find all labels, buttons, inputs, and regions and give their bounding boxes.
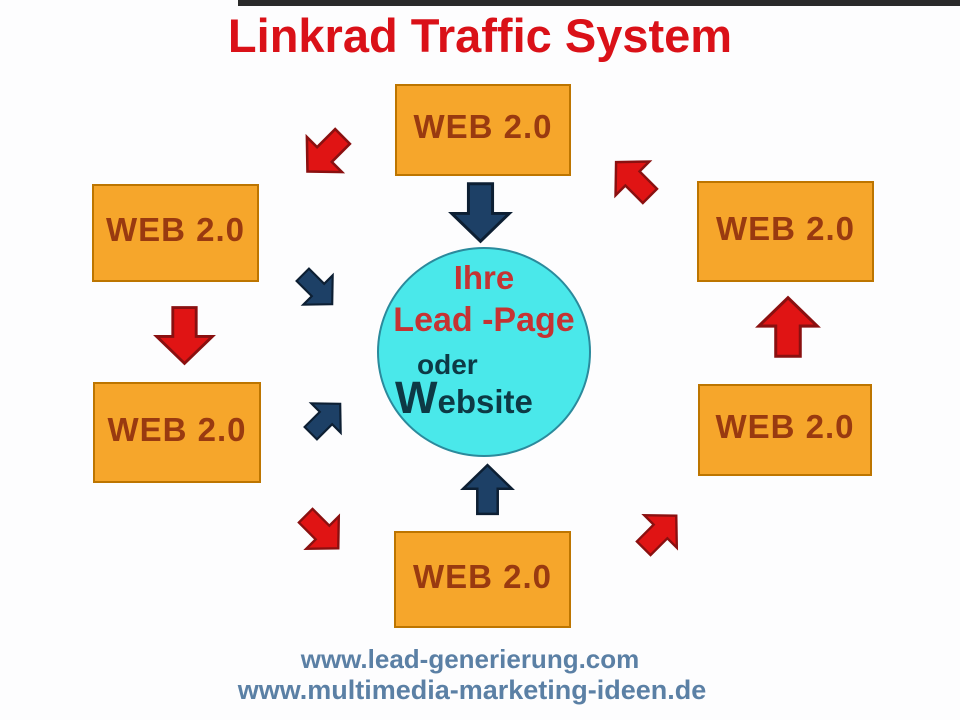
web20-box-label: WEB 2.0 xyxy=(413,108,553,145)
red-arrow-down-right-icon xyxy=(285,495,359,569)
lead-page-circle: Ihre Lead -Page oder Website xyxy=(377,247,591,457)
red-arrow-up-left-icon xyxy=(595,141,671,217)
web20-box-upper-right: WEB 2.0 xyxy=(697,181,874,282)
web20-box-lower-left: WEB 2.0 xyxy=(93,382,261,483)
page-title: Linkrad Traffic System xyxy=(227,9,733,62)
web20-box-label: WEB 2.0 xyxy=(107,410,247,448)
web20-box-top: WEB 2.0 xyxy=(395,84,571,176)
blue-arrow-up-right-icon xyxy=(292,385,358,451)
web20-box-label: WEB 2.0 xyxy=(412,557,553,595)
web20-box-label: WEB 2.0 xyxy=(715,209,856,247)
web20-box-upper-left: WEB 2.0 xyxy=(92,184,259,282)
red-arrow-up-right-icon xyxy=(623,495,697,569)
blue-arrow-up-icon xyxy=(460,462,515,517)
blue-arrow-down-icon xyxy=(448,180,513,245)
circle-text-ihre: Ihre xyxy=(453,259,515,296)
blue-arrow-down-right-icon xyxy=(284,256,350,322)
web20-box-label: WEB 2.0 xyxy=(105,211,246,248)
circle-text-oder: oder xyxy=(417,349,478,380)
red-arrow-down-left-icon xyxy=(285,114,364,193)
web20-box-lower-right: WEB 2.0 xyxy=(698,384,872,476)
web20-box-bottom: WEB 2.0 xyxy=(394,531,571,628)
circle-text-website: Website xyxy=(395,372,533,423)
red-arrow-down-icon xyxy=(153,304,216,367)
web20-box-label: WEB 2.0 xyxy=(715,408,855,445)
red-arrow-up-icon xyxy=(755,294,821,360)
top-edge-bar xyxy=(238,0,960,6)
circle-text-lead-page: Lead -Page xyxy=(393,301,575,339)
footer-url-lead-generierung: www.lead-generierung.com xyxy=(300,644,640,674)
footer-url-multimedia-marketing: www.multimedia-marketing-ideen.de xyxy=(237,675,707,705)
